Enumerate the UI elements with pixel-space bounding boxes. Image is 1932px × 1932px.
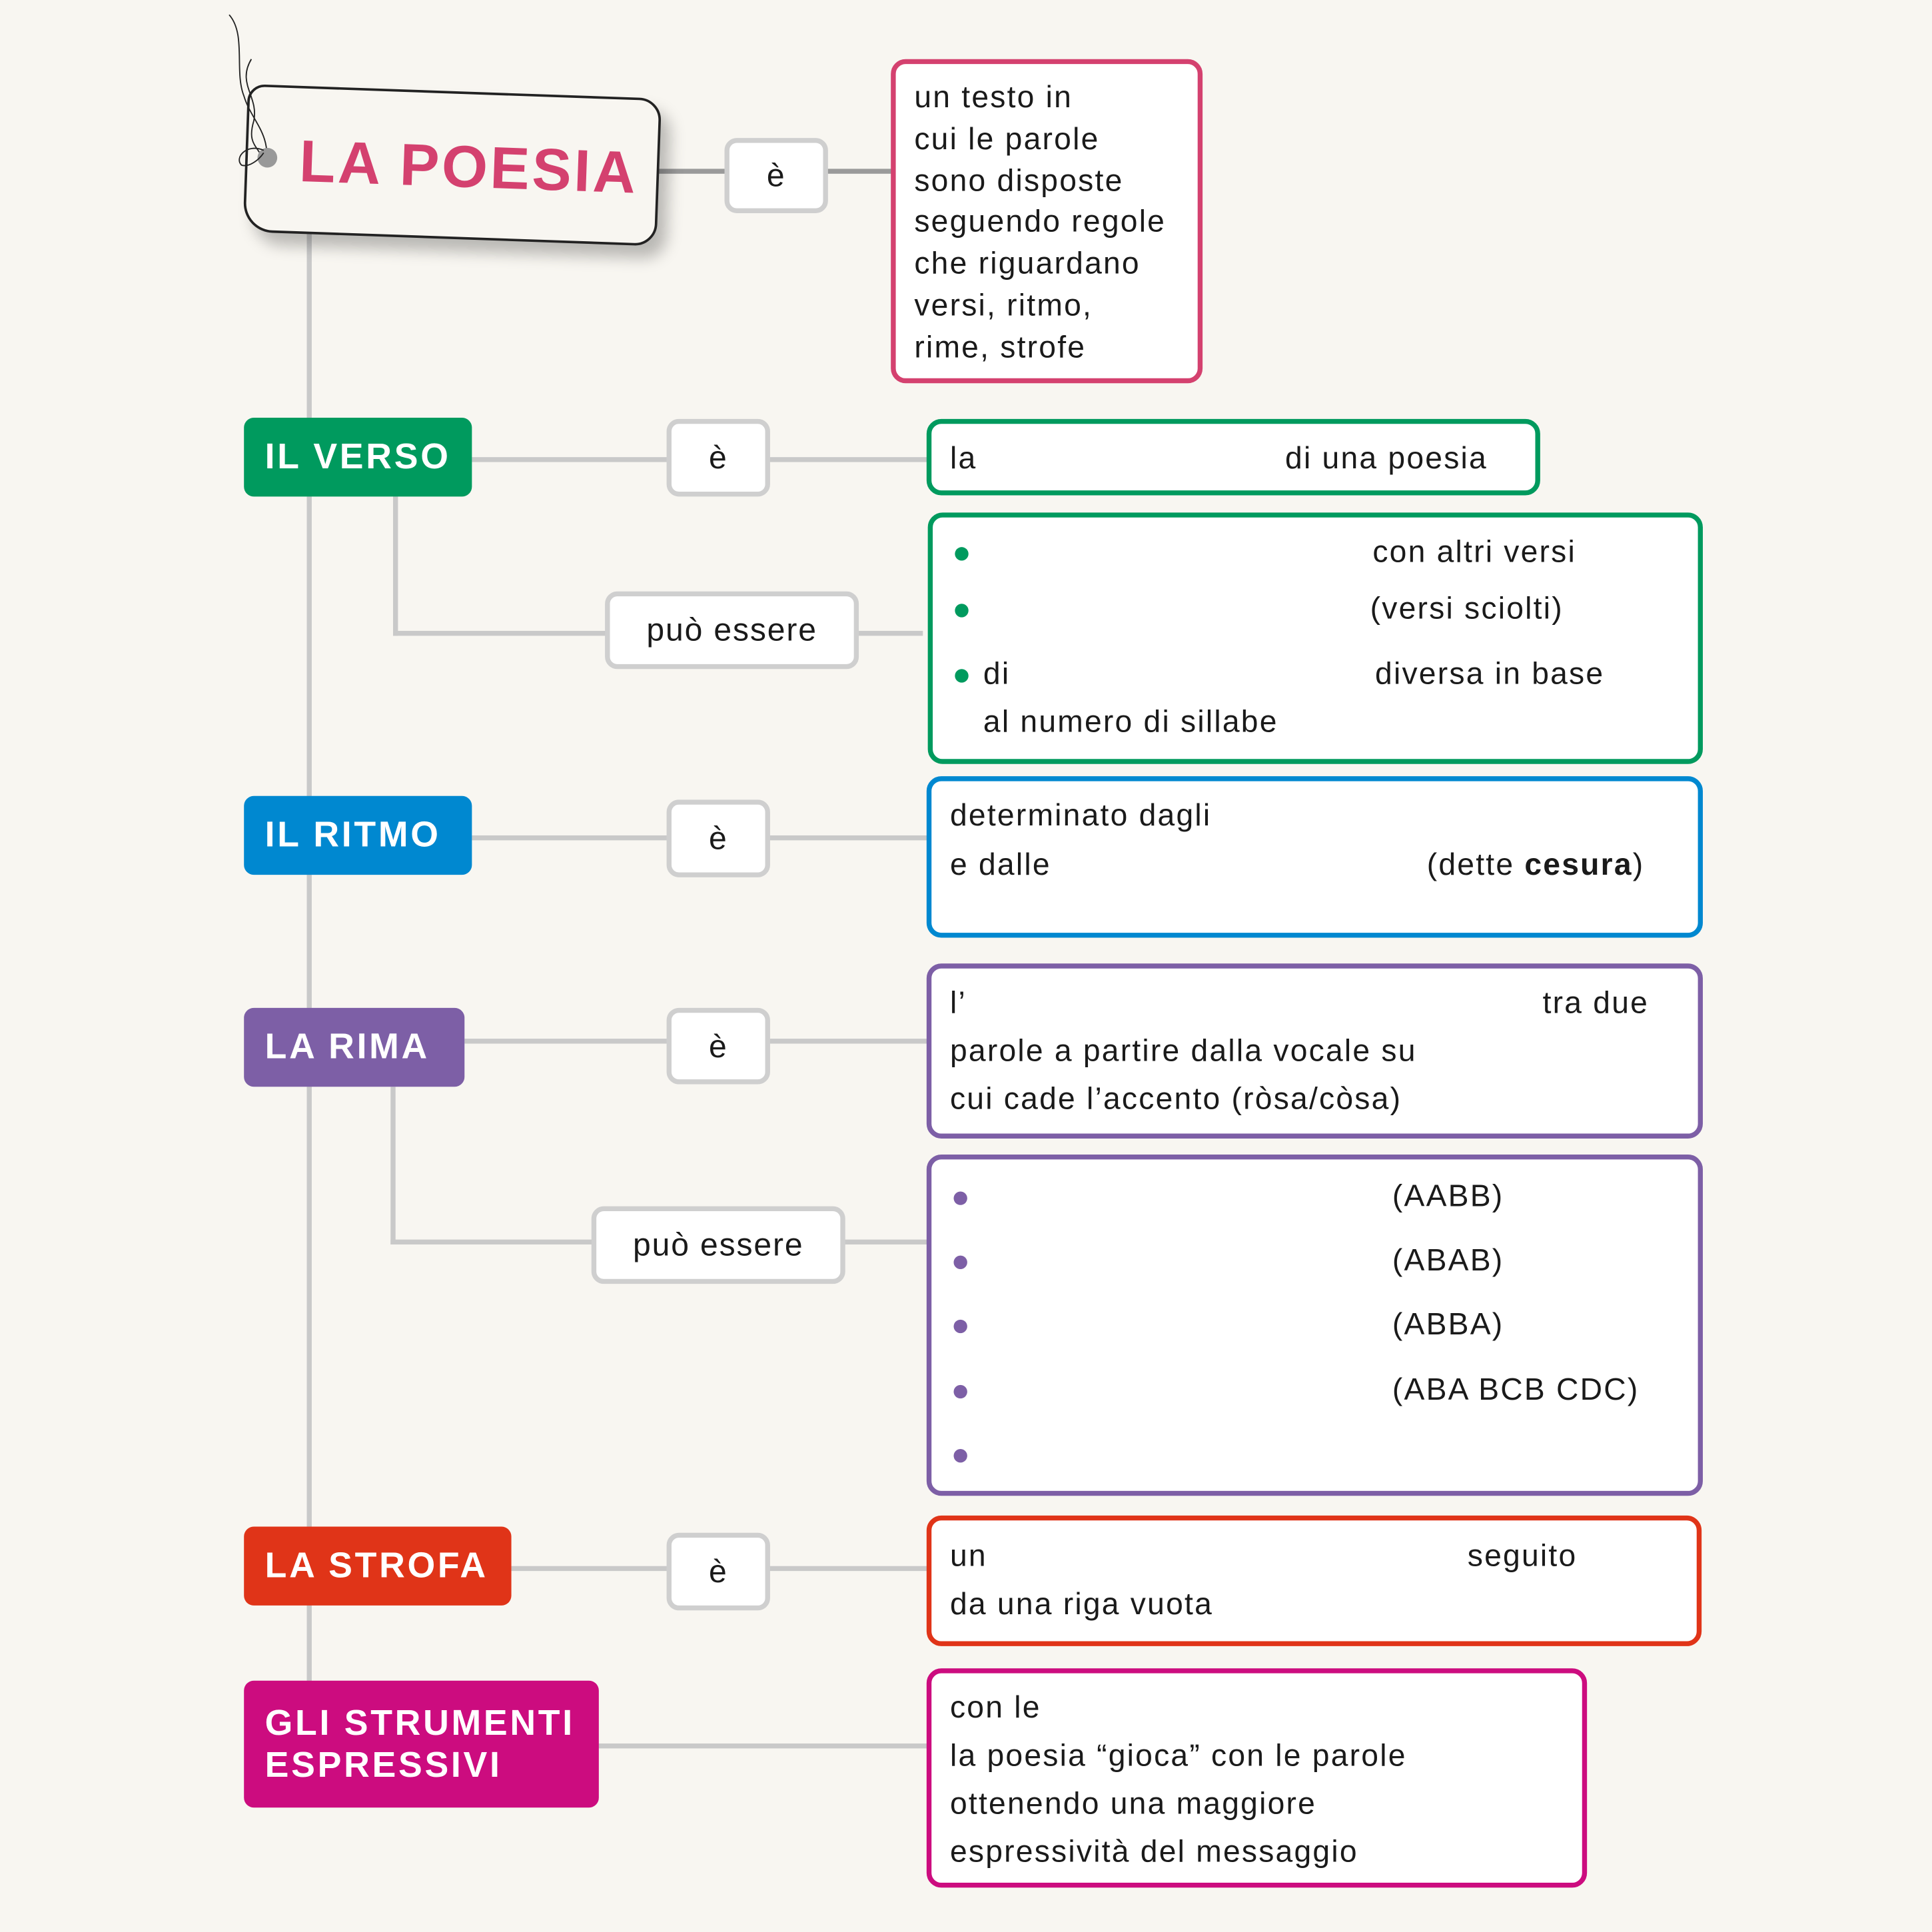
verb-box: può essere <box>605 591 859 670</box>
connector <box>825 169 895 174</box>
label-verso: IL VERSO <box>244 417 472 497</box>
text: (ABAB) <box>1392 1243 1504 1278</box>
verb-box: è <box>666 1532 770 1611</box>
verb-box: può essere <box>591 1206 845 1284</box>
connector <box>392 495 398 636</box>
bold-term: cesura <box>1524 847 1633 883</box>
text: parole a partire dalla vocale su <box>949 1033 1417 1069</box>
text: l’ <box>949 985 967 1021</box>
label-strofa: LA STROFA <box>244 1526 512 1606</box>
text: che riguardano <box>914 246 1141 282</box>
text: espressività del messaggio <box>949 1834 1358 1869</box>
bullet-icon <box>955 669 969 683</box>
text: ottenendo una maggiore <box>949 1786 1317 1821</box>
text: un testo in <box>914 80 1073 115</box>
verso-definition-box <box>926 418 1540 496</box>
text: (versi sciolti) <box>1370 591 1564 626</box>
text: (dette cesura) <box>1427 844 1645 886</box>
bullet-icon <box>955 547 969 561</box>
verso-types-box <box>927 512 1703 764</box>
label-strumenti: GLI STRUMENTI ESPRESSIVI <box>244 1680 599 1808</box>
text: la <box>949 441 977 476</box>
text: (ABBA) <box>1392 1308 1504 1342</box>
text: un <box>949 1539 987 1574</box>
bullet-icon <box>953 1384 967 1398</box>
text: cui cade l’accento (ròsa/còsa) <box>949 1081 1402 1117</box>
label-line: ESPRESSIVI <box>264 1745 502 1785</box>
connector <box>598 1743 928 1749</box>
bullet-icon <box>953 1320 967 1334</box>
text: tra due <box>1542 985 1650 1021</box>
text: diversa in base <box>1375 656 1605 692</box>
text: cui le parole <box>914 121 1100 157</box>
label-line: GLI STRUMENTI <box>264 1703 575 1743</box>
strumenti-definition-box <box>926 1668 1588 1888</box>
text: la poesia “gioca” con le parole <box>949 1738 1407 1773</box>
rima-definition-box <box>926 963 1703 1139</box>
text: (ABA BCB CDC) <box>1392 1372 1640 1407</box>
definition-box <box>891 59 1203 384</box>
text: da una riga vuota <box>949 1587 1214 1622</box>
text: sono disposte <box>914 163 1124 199</box>
text: di <box>983 656 1011 692</box>
text: (dette <box>1426 847 1525 883</box>
text: con altri versi <box>1372 534 1577 570</box>
bullet-icon <box>953 1448 967 1462</box>
trunk-line <box>306 228 312 1682</box>
verb-box: è <box>666 418 770 497</box>
strofa-definition-box <box>926 1515 1702 1646</box>
text: e dalle <box>949 847 1051 883</box>
text: di una poesia <box>1285 441 1488 476</box>
text: con le <box>949 1690 1041 1725</box>
verb-box: è <box>724 138 828 213</box>
label-ritmo: IL RITMO <box>244 795 472 875</box>
text: rime, strofe <box>914 330 1087 365</box>
text: versi, ritmo, <box>914 288 1093 323</box>
text: ) <box>1632 847 1645 883</box>
text: seguendo regole <box>914 205 1167 240</box>
verb-box: è <box>666 1007 770 1085</box>
title-label: LA POESIA <box>298 129 640 207</box>
verb-box: è <box>666 799 770 877</box>
bullet-icon <box>953 1191 967 1205</box>
text: (AABB) <box>1392 1179 1504 1214</box>
string-icon <box>229 14 278 168</box>
rima-types-box <box>926 1154 1703 1496</box>
text: al numero di sillabe <box>983 704 1278 739</box>
label-rima: LA RIMA <box>244 1007 465 1087</box>
ritmo-definition-box <box>926 776 1703 938</box>
bullet-icon <box>953 1255 967 1270</box>
connector <box>390 1087 396 1244</box>
text: determinato dagli <box>949 798 1212 833</box>
connector <box>653 169 727 174</box>
bullet-icon <box>955 604 969 618</box>
text: seguito <box>1467 1539 1578 1574</box>
